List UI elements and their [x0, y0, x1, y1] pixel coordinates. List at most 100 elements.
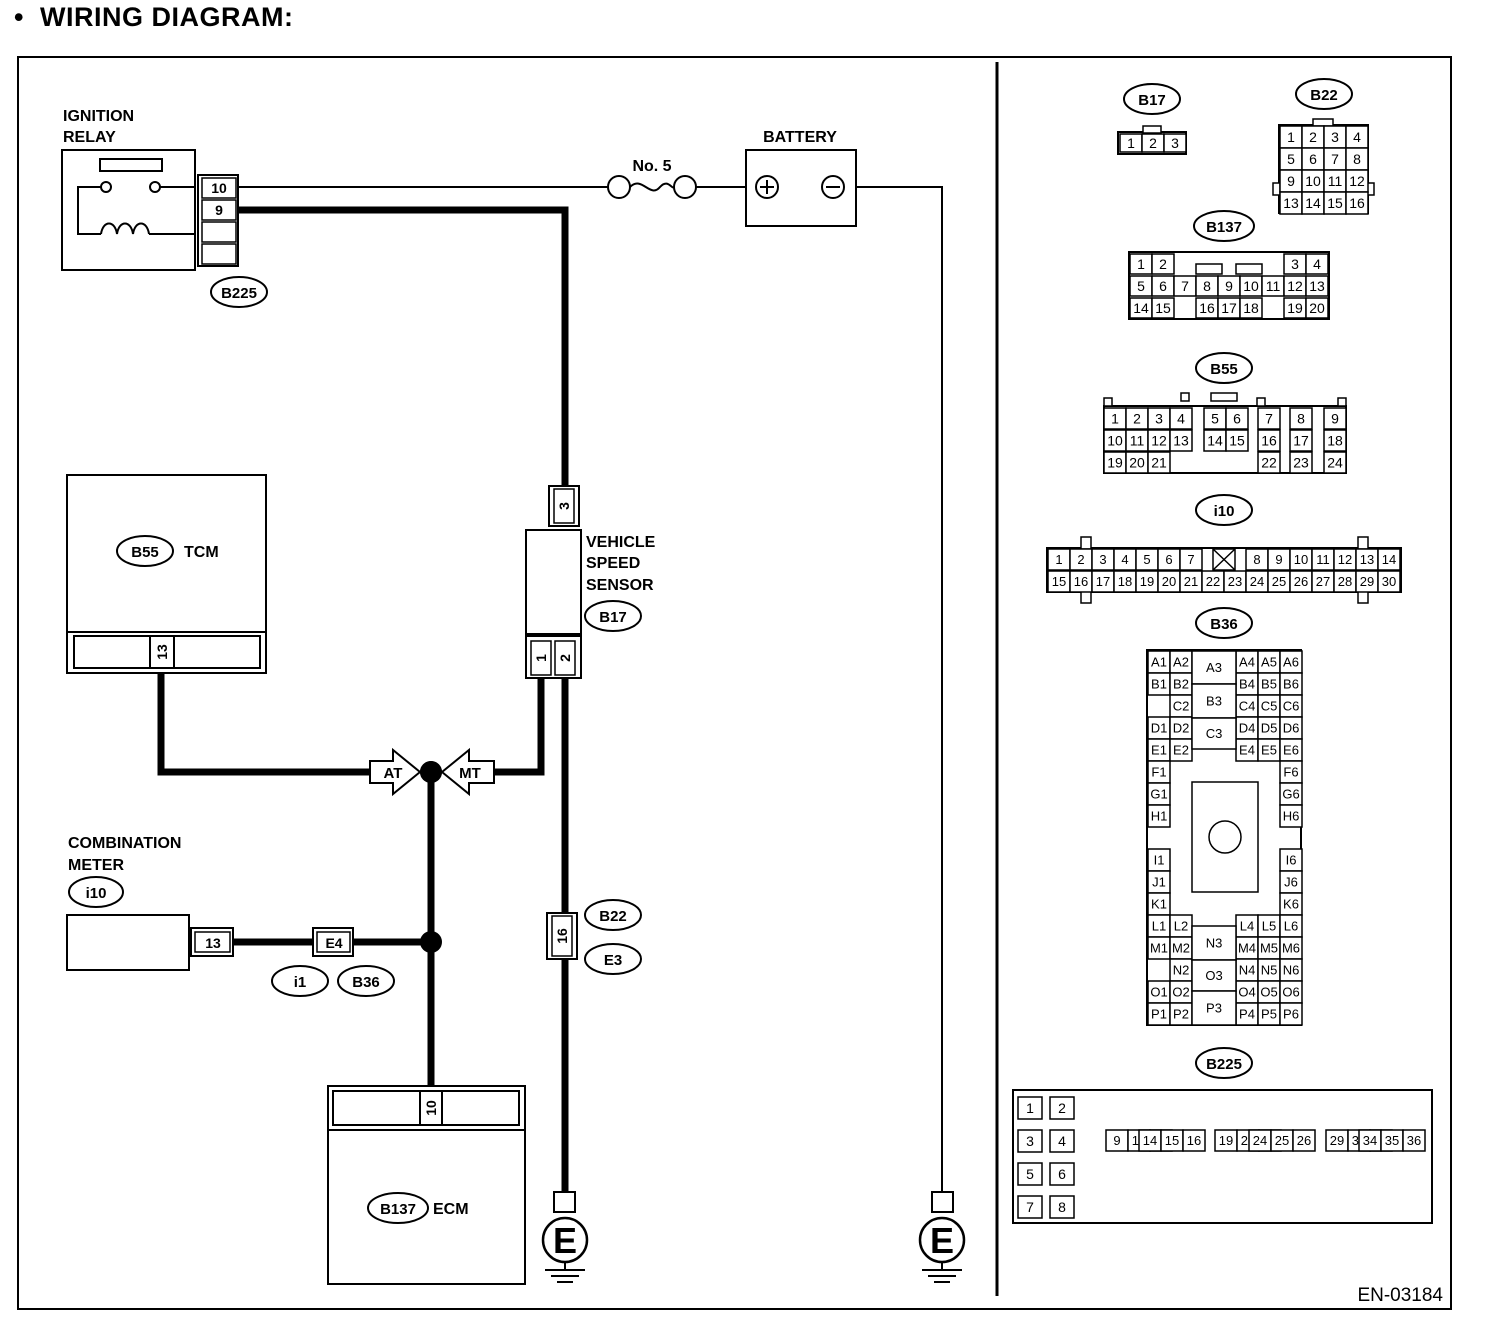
wire-battery-ground — [856, 186, 943, 1192]
cv-b55-pin-24-cell — [1323, 451, 1347, 474]
cv-b137-pin-4-cell — [1305, 253, 1329, 275]
cv-i10-pin-16: 16 — [1074, 574, 1088, 589]
e4-inner — [316, 931, 351, 953]
combination-meter: COMBINATION METER i10 13 — [66, 835, 234, 971]
cv-b137-pin-15-cell — [1151, 297, 1175, 319]
cv-b36-pin-E4: E4 — [1239, 743, 1255, 758]
cv-b22-latch-left — [1272, 182, 1281, 196]
cv-i10-pin-27: 27 — [1316, 574, 1330, 589]
cv-b137-pin-2-cell — [1151, 253, 1175, 275]
vss-pin-1: 1 — [533, 654, 549, 662]
vss-pin-2: 2 — [557, 654, 573, 662]
cv-i10-pin-26: 26 — [1294, 574, 1308, 589]
tag-e3 — [584, 943, 642, 975]
cv-b55-key-2 — [1210, 392, 1238, 402]
cv-b225-pin-4: 4 — [1058, 1133, 1066, 1149]
cv-i10-pin-15: 15 — [1052, 574, 1066, 589]
tag-i1-text: i1 — [294, 974, 307, 991]
cv-tag-b225 — [1195, 1047, 1253, 1079]
relay-contact-bar — [99, 158, 163, 172]
cv-i10-pin-30: 30 — [1382, 574, 1396, 589]
cv-tag-b55 — [1195, 352, 1253, 384]
cv-b137-pin-5: 5 — [1137, 278, 1145, 294]
cv-b137-pin-10: 10 — [1243, 278, 1259, 294]
cv-b36-pin-O2: O2 — [1172, 985, 1189, 1000]
cv-b36-pin-D5: D5 — [1261, 721, 1278, 736]
cv-b225-pin-6-cell — [1049, 1162, 1075, 1186]
cv-b225-pin-36-cell — [1402, 1129, 1426, 1152]
cv-b137-pin-8: 8 — [1203, 278, 1211, 294]
tag-i1 — [271, 965, 329, 997]
ecm-body — [327, 1085, 526, 1285]
cv-b36-pin-A3-cell — [1191, 650, 1237, 685]
ignition-relay: IGNITION RELAY 10 9 B225 — [61, 108, 268, 308]
cv-b225-pin-2: 2 — [1058, 1100, 1066, 1116]
cv-b36-pin-N5: N5 — [1261, 963, 1278, 978]
vss-pin-3: 3 — [556, 502, 572, 510]
cv-b17-pin-3: 3 — [1171, 135, 1179, 151]
relay-pin-blank-a — [201, 221, 237, 243]
fuse-label: No. 5 — [632, 158, 671, 175]
ground-right-terminal — [931, 1191, 954, 1213]
relay-pin-9-box — [201, 199, 237, 221]
cv-b225-pin-16-cell — [1182, 1129, 1206, 1152]
cv-b36-pin-L1: L1 — [1152, 919, 1166, 934]
cv-b55-pin-18: 18 — [1327, 433, 1343, 449]
cv-b36-pin-L6: L6 — [1284, 919, 1298, 934]
cv-b55-pin-20: 20 — [1129, 455, 1145, 471]
wires — [157, 186, 943, 1192]
cv-b36-pin-B2: B2 — [1173, 677, 1189, 692]
cv-i10-pin-1: 1 — [1055, 552, 1062, 567]
tag-i10-meter-text: i10 — [86, 885, 107, 902]
meter-pin-13: 13 — [205, 935, 221, 951]
cv-b225-pin-24: 24 — [1253, 1133, 1267, 1148]
cv-b225-pin-6: 6 — [1058, 1166, 1066, 1182]
cv-b36-pin-N2: N2 — [1173, 963, 1190, 978]
cv-b225-pin-35: 35 — [1385, 1133, 1399, 1148]
cv-tag-b225-text: B225 — [1206, 1056, 1242, 1073]
cv-b225-pin-8: 8 — [1058, 1199, 1066, 1215]
cv-b36-pin-F1: F1 — [1151, 765, 1166, 780]
relay-frame-left — [77, 186, 101, 235]
cv-b36-pin-E2-cell — [1169, 738, 1193, 762]
cv-b225-pin-1: 1 — [1026, 1100, 1034, 1116]
cv-tag-b55-text: B55 — [1210, 361, 1238, 378]
cv-b36-pin-F6: F6 — [1283, 765, 1298, 780]
ignition-relay-label-line1: IGNITION — [63, 108, 134, 125]
tag-b137-ecm-text: B137 — [380, 1201, 416, 1218]
cv-b55-pin-9-cell — [1323, 407, 1347, 430]
cv-b22-pin-8: 8 — [1353, 151, 1361, 167]
cv-b36-pin-L2: L2 — [1174, 919, 1188, 934]
cv-i10-pin-28: 28 — [1338, 574, 1352, 589]
fuse-terminal-right — [673, 175, 697, 199]
ecm-pin-10: 10 — [423, 1100, 439, 1116]
cv-i10-key-top-0 — [1080, 536, 1092, 550]
cv-b36-pin-M4: M4 — [1238, 941, 1256, 956]
cv-b36-pin-P3: P3 — [1206, 1001, 1222, 1016]
title-text: WIRING DIAGRAM: — [39, 2, 294, 32]
cv-b137-pin-16: 16 — [1199, 300, 1215, 316]
cv-b36-pin-P4: P4 — [1239, 1007, 1255, 1022]
cv-b36-pin-D4: D4 — [1239, 721, 1256, 736]
junction-dot-lower — [420, 931, 442, 953]
tag-b17-vss — [584, 600, 642, 632]
wire-relay9-vss3 — [238, 206, 569, 486]
fuse-element — [629, 182, 675, 192]
meter-body — [66, 914, 190, 971]
tag-b36-inline-text: B36 — [352, 974, 380, 991]
cv-b36-pin-H6-cell — [1279, 804, 1303, 828]
cv-b22-pin-15: 15 — [1327, 195, 1343, 211]
cv-b225-pin-7: 7 — [1026, 1199, 1034, 1215]
cv-b137-pin-7: 7 — [1181, 278, 1189, 294]
cv-b55-pin-13-cell — [1169, 429, 1193, 452]
cv-b36-pin-C6: C6 — [1283, 699, 1300, 714]
cv-b22-pin-10: 10 — [1305, 173, 1321, 189]
cv-b225-pin-34: 34 — [1363, 1133, 1377, 1148]
cv-i10-pin-12: 12 — [1338, 552, 1352, 567]
cv-b22-pin-9: 9 — [1287, 173, 1295, 189]
cv-b22-pin-14: 14 — [1305, 195, 1321, 211]
cv-b55-pin-8-cell — [1289, 407, 1313, 430]
cv-i10-pin-3: 3 — [1099, 552, 1106, 567]
tag-b17-vss-text: B17 — [599, 609, 627, 626]
